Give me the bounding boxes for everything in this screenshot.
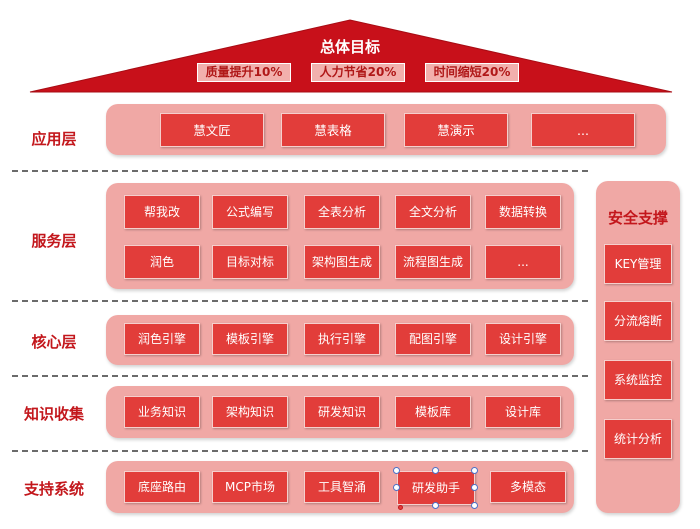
support-item-tools[interactable]: 工具智涌 [304, 471, 380, 503]
app-item-huibiaoge[interactable]: 慧表格 [281, 113, 385, 147]
layer-label-support: 支持系统 [23, 480, 84, 498]
knowledge-item-template-lib[interactable]: 模板库 [395, 396, 471, 428]
layer-label-core: 核心层 [31, 333, 77, 351]
layer-label-knowledge: 知识收集 [23, 405, 84, 423]
selection-handle[interactable] [471, 484, 478, 491]
divider-2 [12, 300, 588, 302]
app-item-more[interactable]: ... [531, 113, 635, 147]
service-item-flowchart[interactable]: 流程图生成 [395, 245, 471, 279]
goal-quality: 质量提升10% [197, 63, 291, 82]
security-item-key-mgmt[interactable]: KEY管理 [604, 244, 672, 284]
support-item-multimodal[interactable]: 多模态 [490, 471, 566, 503]
layer-label-service: 服务层 [31, 232, 77, 250]
core-item-design-engine[interactable]: 设计引擎 [485, 323, 561, 355]
security-item-monitoring[interactable]: 系统监控 [604, 360, 672, 400]
support-item-mcp-market[interactable]: MCP市场 [212, 471, 288, 503]
band-security [596, 181, 680, 513]
service-item-data-convert[interactable]: 数据转换 [485, 195, 561, 229]
core-item-polish-engine[interactable]: 润色引擎 [124, 323, 200, 355]
selection-handle[interactable] [398, 505, 403, 510]
core-item-template-engine[interactable]: 模板引擎 [212, 323, 288, 355]
app-item-huiwenjiang[interactable]: 慧文匠 [160, 113, 264, 147]
core-item-image-engine[interactable]: 配图引擎 [395, 323, 471, 355]
service-item-formula[interactable]: 公式编写 [212, 195, 288, 229]
knowledge-item-architecture[interactable]: 架构知识 [212, 396, 288, 428]
service-item-help-edit[interactable]: 帮我改 [124, 195, 200, 229]
service-item-arch-diagram[interactable]: 架构图生成 [304, 245, 380, 279]
overall-goal-title: 总体目标 [319, 38, 380, 56]
security-item-statistics[interactable]: 统计分析 [604, 419, 672, 459]
knowledge-item-business[interactable]: 业务知识 [124, 396, 200, 428]
core-item-exec-engine[interactable]: 执行引擎 [304, 323, 380, 355]
selection-handle[interactable] [393, 484, 400, 491]
security-title: 安全支撑 [607, 209, 668, 227]
selection-handle[interactable] [432, 502, 439, 509]
service-item-more[interactable]: ... [485, 245, 561, 279]
app-item-huiyanshi[interactable]: 慧演示 [404, 113, 508, 147]
goal-time: 时间缩短20% [425, 63, 519, 82]
knowledge-item-design-lib[interactable]: 设计库 [485, 396, 561, 428]
knowledge-item-rnd[interactable]: 研发知识 [304, 396, 380, 428]
divider-1 [12, 170, 588, 172]
selection-handle[interactable] [471, 502, 478, 509]
service-item-table-analysis[interactable]: 全表分析 [304, 195, 380, 229]
selection-handle[interactable] [432, 467, 439, 474]
goal-manpower: 人力节省20% [311, 63, 405, 82]
service-item-benchmark[interactable]: 目标对标 [212, 245, 288, 279]
service-item-polish[interactable]: 润色 [124, 245, 200, 279]
selection-handle[interactable] [393, 467, 400, 474]
divider-3 [12, 375, 588, 377]
support-item-router[interactable]: 底座路由 [124, 471, 200, 503]
divider-4 [12, 450, 588, 452]
layer-label-app: 应用层 [31, 130, 77, 148]
service-item-text-analysis[interactable]: 全文分析 [395, 195, 471, 229]
selection-handle[interactable] [471, 467, 478, 474]
support-item-rnd-assistant[interactable]: 研发助手 [397, 471, 475, 505]
security-item-circuit-breaker[interactable]: 分流熔断 [604, 301, 672, 341]
